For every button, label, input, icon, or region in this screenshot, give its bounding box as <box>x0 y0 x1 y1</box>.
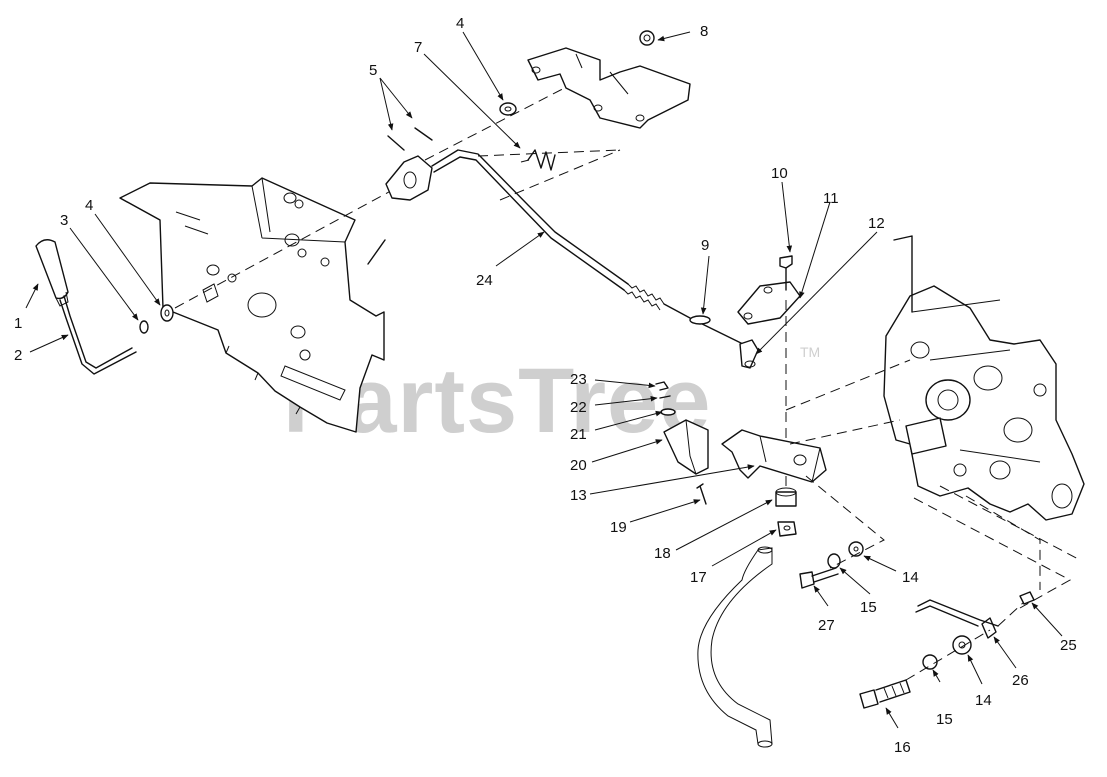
shift-knob <box>35 239 69 307</box>
bolt-16 <box>859 679 911 709</box>
upper-bracket <box>527 47 691 129</box>
label-15-lower: 15 <box>936 711 953 728</box>
washer-8 <box>639 30 655 46</box>
pivot-bracket <box>367 155 433 265</box>
washer-22 <box>659 395 671 399</box>
label-26: 26 <box>1012 672 1029 689</box>
label-5: 5 <box>369 62 377 79</box>
bolt-27 <box>799 567 839 589</box>
label-17: 17 <box>690 569 707 586</box>
label-14-lower: 14 <box>975 692 992 709</box>
label-3: 3 <box>60 212 68 229</box>
callout-labels: 1 2 3 4 5 7 4 8 9 10 11 12 24 23 22 21 2… <box>14 15 1077 756</box>
label-9: 9 <box>701 237 709 254</box>
washer-4-left <box>160 304 174 322</box>
washer-3 <box>139 320 149 334</box>
label-4-left: 4 <box>85 197 93 214</box>
washer-14-lower <box>952 635 972 655</box>
washer-14-upper <box>848 541 864 557</box>
label-21: 21 <box>570 426 587 443</box>
label-2: 2 <box>14 347 22 364</box>
label-18: 18 <box>654 545 671 562</box>
washer-21 <box>660 408 676 416</box>
label-27: 27 <box>818 617 835 634</box>
torsion-spring <box>520 149 556 171</box>
spacer-18 <box>775 487 797 507</box>
label-22: 22 <box>570 399 587 416</box>
label-24: 24 <box>476 272 493 289</box>
watermark-trademark: TM <box>800 344 820 360</box>
drive-rod <box>697 546 773 748</box>
pin-9 <box>689 315 711 325</box>
frame-plate <box>119 177 385 433</box>
washer-15-lower <box>922 654 938 670</box>
screw-19 <box>696 483 707 505</box>
label-8: 8 <box>700 23 708 40</box>
lever-arm <box>721 429 827 483</box>
label-10: 10 <box>771 165 788 182</box>
transmission <box>883 235 1085 521</box>
label-4-top: 4 <box>456 15 464 32</box>
link-plate <box>737 281 801 325</box>
label-16: 16 <box>894 739 911 756</box>
clip-23 <box>655 381 669 391</box>
control-rod <box>431 149 746 346</box>
linkage-rod-26 <box>915 599 1025 639</box>
label-13: 13 <box>570 487 587 504</box>
bolt-10 <box>779 255 793 291</box>
spacer-25 <box>1019 591 1035 605</box>
cotter-pins <box>387 127 433 151</box>
label-25: 25 <box>1060 637 1077 654</box>
label-1: 1 <box>14 315 22 332</box>
shift-lever <box>59 295 137 375</box>
label-19: 19 <box>610 519 627 536</box>
washer-15-upper <box>827 553 841 569</box>
label-11: 11 <box>823 190 839 207</box>
label-15-upper: 15 <box>860 599 877 616</box>
bushing-4-top <box>499 102 517 116</box>
label-23: 23 <box>570 371 587 388</box>
label-14-upper: 14 <box>902 569 919 586</box>
nut-17 <box>777 521 797 537</box>
label-7: 7 <box>414 39 422 56</box>
label-12: 12 <box>868 215 885 232</box>
pivot-pin-12 <box>739 339 759 369</box>
bracket-20 <box>663 419 709 475</box>
label-20: 20 <box>570 457 587 474</box>
leader-lines <box>25 31 1063 729</box>
